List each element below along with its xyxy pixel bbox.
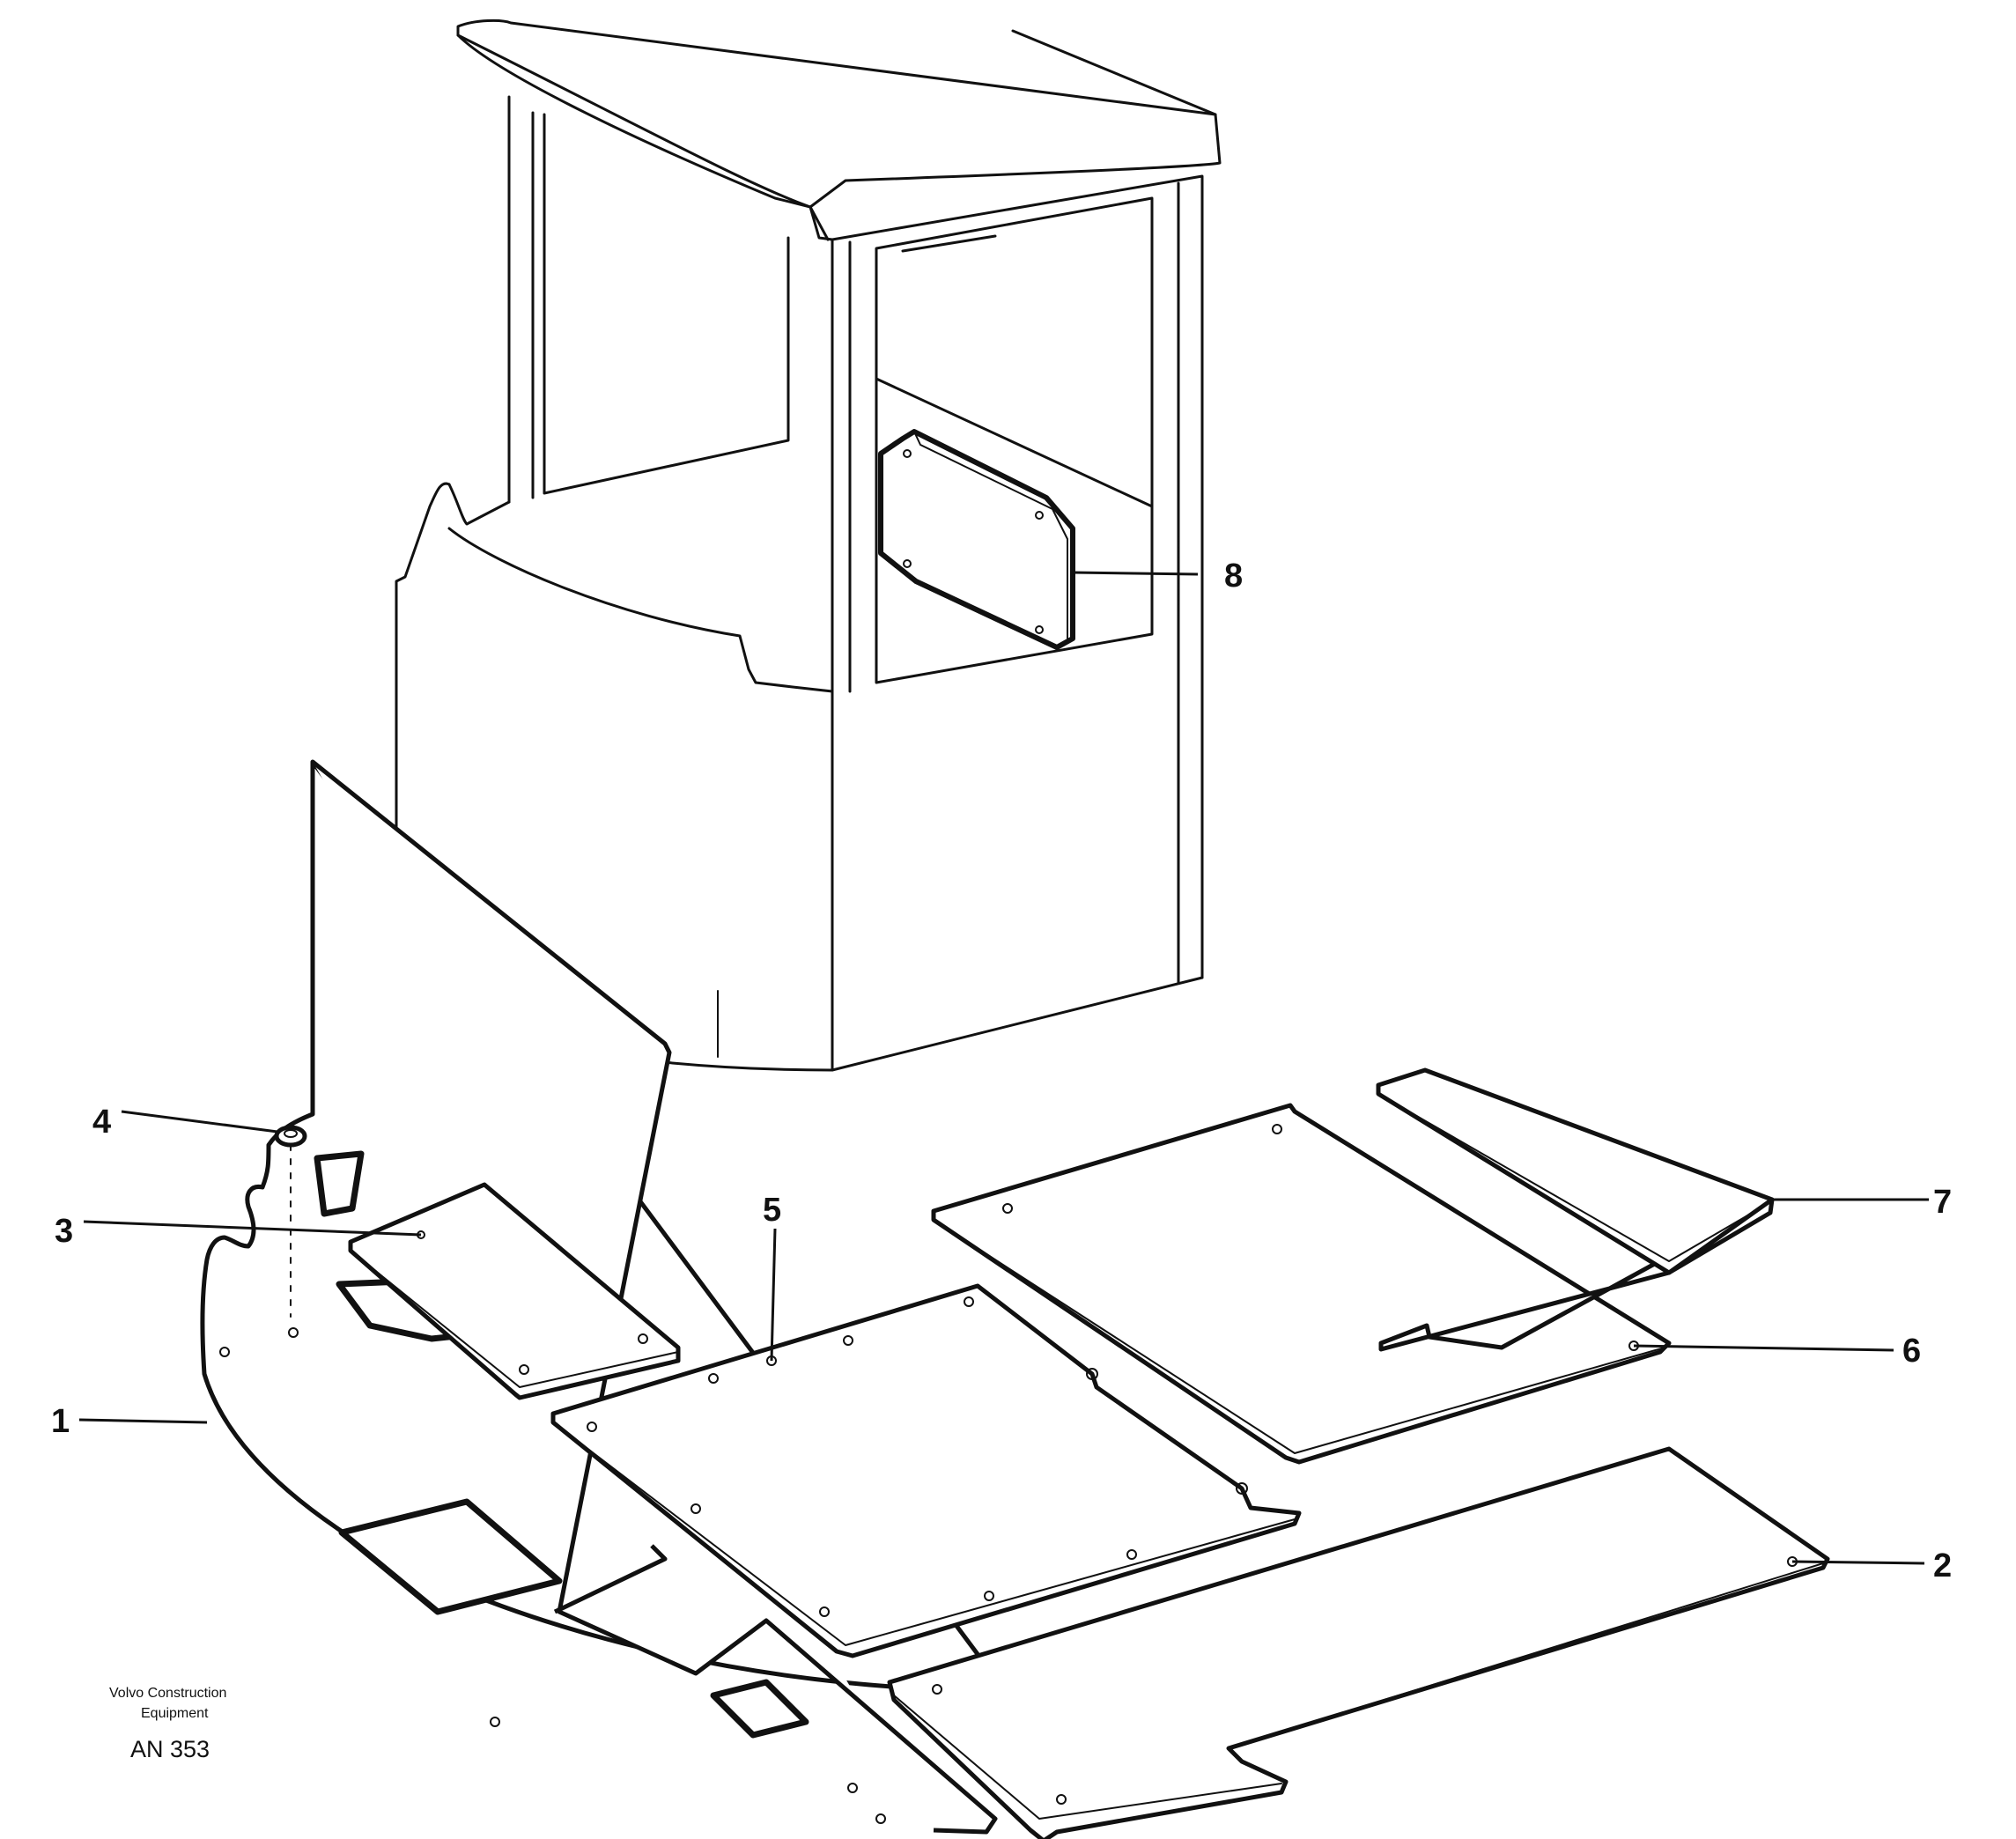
publisher-line-2: Equipment: [141, 1706, 209, 1721]
callout-1: 1: [51, 1403, 208, 1440]
callout-label-5: 5: [763, 1192, 781, 1229]
callout-label-6: 6: [1902, 1333, 1921, 1370]
floor-cutout-square: [710, 1679, 809, 1739]
callout-label-3: 3: [55, 1213, 73, 1250]
callout-6: 6: [1633, 1333, 1921, 1370]
floor-panel-6: [931, 1103, 1672, 1465]
callout-7: 7: [1770, 1184, 1952, 1221]
callout-label-2: 2: [1933, 1547, 1952, 1584]
drawing-code: AN 353: [130, 1736, 210, 1762]
floor-panel-3: [348, 1182, 681, 1400]
publisher-credit: Volvo Construction Equipment AN 353: [109, 1686, 226, 1762]
callout-8: 8: [1072, 558, 1243, 595]
callout-5: 5: [763, 1192, 781, 1362]
floor-cutout-small: [314, 1150, 365, 1217]
callout-label-1: 1: [51, 1403, 70, 1440]
callout-4: 4: [92, 1104, 278, 1141]
floor-panel-2: [887, 1446, 1830, 1839]
floor-panel-5: [550, 1283, 1302, 1658]
callout-label-4: 4: [92, 1104, 111, 1141]
callout-label-7: 7: [1933, 1184, 1952, 1221]
nut-part-4: [274, 1125, 307, 1318]
callout-label-8: 8: [1224, 558, 1243, 595]
publisher-line-1: Volvo Construction: [109, 1686, 226, 1701]
callout-3: 3: [55, 1213, 422, 1250]
callout-2: 2: [1791, 1547, 1952, 1584]
floor-cutout-rect: [338, 1498, 563, 1615]
operator-cab: [395, 18, 1222, 1072]
